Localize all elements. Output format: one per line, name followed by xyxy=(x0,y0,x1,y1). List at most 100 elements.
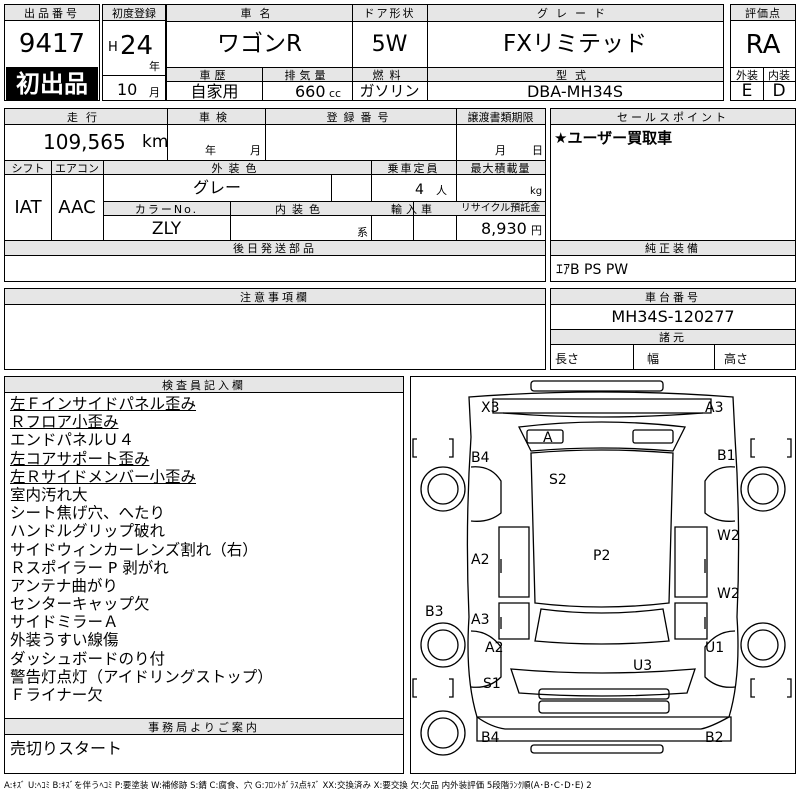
capacity: 4 xyxy=(415,182,424,198)
car-name: ワゴンR xyxy=(217,31,302,57)
mark-w2-upper: W2 xyxy=(717,528,740,544)
inspection-note-item: 左Ｆインサイドパネル歪み xyxy=(10,395,197,413)
inspection-note-item: 警告灯点灯（アイドリングストップ） xyxy=(10,667,273,686)
grade-label: グレード xyxy=(537,7,613,20)
interior-color-suffix: 系 xyxy=(357,226,368,239)
registration-year: 24 xyxy=(120,31,154,61)
first-registration-box: 初度登録 H 24 年 10 月 xyxy=(102,4,166,101)
chassis-label: 車台番号 xyxy=(551,289,795,305)
door-label: ドア形状 xyxy=(363,7,416,20)
inspection-note-item: ダッシュボードのり付 xyxy=(10,649,166,668)
ac-label: エアコン xyxy=(55,161,99,175)
mark-a2-left: A2 xyxy=(471,552,490,568)
grade: FXリミテッド xyxy=(503,31,647,57)
inspection-note-item: サイドミラーＡ xyxy=(10,613,119,632)
mark-a3-left: A3 xyxy=(471,612,490,628)
recycle-deposit-label: リサイクル預託金 xyxy=(460,203,541,214)
chassis-box: 車台番号 MH34S-120277 諸元 長さ 幅 高さ xyxy=(550,288,796,370)
inspection-note-item: Ｒスポイラー P 剥がれ xyxy=(10,558,169,577)
exterior-color: グレー xyxy=(192,178,241,197)
recycle-unit: 円 xyxy=(531,224,542,237)
mark-b4-top: B4 xyxy=(471,450,490,466)
inspection-note-item: 左Ｒサイドメンバー小歪み xyxy=(10,467,197,486)
later-parts-box: 後日発送部品 xyxy=(4,240,546,282)
mark-p2: P2 xyxy=(593,548,611,564)
score: RA xyxy=(745,29,781,60)
inspection-label: 車検 xyxy=(199,111,233,124)
chassis-number: MH34S-120277 xyxy=(611,307,735,326)
inspection-note-item: 左コアサポート歪み xyxy=(10,449,150,468)
model-label: 型式 xyxy=(556,68,594,82)
exhibit-number-box: 出品番号 9417 初出品 xyxy=(4,4,100,101)
width-label: 幅 xyxy=(647,352,660,366)
exterior-label: 外装 xyxy=(736,68,758,82)
exterior-color-label: 外装色 xyxy=(211,161,263,175)
inspection-note-item: シート焦げ穴、へたり xyxy=(10,504,166,523)
registration-number-label: 登録番号 xyxy=(326,111,395,124)
fuel-label: 燃料 xyxy=(372,68,407,82)
color-number-label: カラーNo. xyxy=(134,202,199,216)
height-label: 高さ xyxy=(724,352,749,366)
shift-label: シフト xyxy=(11,161,45,175)
color-number: ZLY xyxy=(151,218,182,239)
mark-b3: B3 xyxy=(425,604,444,620)
inspection-note-item: センターキャップ欠 xyxy=(10,595,150,614)
history-label: 車歴 xyxy=(199,68,230,82)
equipment-box: 純正装備 ｴｱB PS PW xyxy=(550,240,796,282)
history: 自家用 xyxy=(190,81,239,101)
inspector-label: 検査員記入欄 xyxy=(5,377,403,393)
length-label: 長さ xyxy=(555,352,580,366)
displacement: 660 xyxy=(295,82,326,101)
transfer-day-unit: 日 xyxy=(532,144,543,157)
mark-a2-low: A2 xyxy=(485,640,504,656)
max-load-unit: kg xyxy=(530,186,543,197)
inspection-note-item: エンドパネルＵ４ xyxy=(10,431,135,450)
mark-s2: S2 xyxy=(549,472,567,488)
model-code: DBA-MH34S xyxy=(526,81,623,101)
sales-point-text: ★ユーザー買取車 xyxy=(554,129,673,147)
mark-b1: B1 xyxy=(717,448,736,464)
max-load-label: 最大積載量 xyxy=(470,161,531,175)
office-text: 売切りスタート xyxy=(10,739,123,758)
displacement-unit: cc xyxy=(329,87,342,100)
sales-point-box: セールスポイント ★ユーザー買取車 xyxy=(550,108,796,242)
inspection-note-item: 外装うすい線傷 xyxy=(10,631,119,650)
mileage: 109,565 xyxy=(43,130,126,154)
vehicle-details-box: 走行 車検 登録番号 譲渡書類期限 109,565 km 年 月 月 日 シフト… xyxy=(4,108,546,242)
score-label: 評価点 xyxy=(731,5,795,21)
exhibit-number: 9417 xyxy=(18,28,86,59)
transfer-deadline-label: 譲渡書類期限 xyxy=(467,111,534,124)
inspection-note-item: Ｆライナー欠 xyxy=(10,686,103,704)
inspection-note-item: ハンドルグリップ破れ xyxy=(10,522,166,541)
score-box: 評価点 RA 外装 内装 E D xyxy=(730,4,796,101)
inspection-year-unit: 年 xyxy=(205,144,216,157)
mark-b2: B2 xyxy=(705,730,724,746)
mark-s1: S1 xyxy=(483,676,501,692)
legend-text: A:ｷｽﾞ U:ﾍｺﾐ B:ｷｽﾞを伴うﾍｺﾐ P:要塗装 W:補修跡 S:錆 … xyxy=(4,781,592,791)
import-label: 輸入車 xyxy=(391,202,436,216)
interior-grade: D xyxy=(772,81,786,101)
mark-u1: U1 xyxy=(705,640,725,656)
inspection-note-item: Ｒフロア小歪み xyxy=(10,413,119,432)
mileage-unit: km xyxy=(142,132,169,152)
inspection-note-item: サイドウィンカーレンズ割れ（右） xyxy=(10,540,258,559)
mileage-label: 走行 xyxy=(67,111,105,124)
year-unit: 年 xyxy=(149,60,160,73)
damage-diagram-box: X3 A3 A B4 B1 S2 A2 P2 W2 W2 B3 A3 A2 U1… xyxy=(410,376,796,774)
capacity-label: 乗車定員 xyxy=(387,161,440,175)
notes-label: 注意事項欄 xyxy=(5,289,545,305)
capacity-unit: 人 xyxy=(436,184,447,197)
later-parts-label: 後日発送部品 xyxy=(5,241,545,256)
dimensions-label: 諸元 xyxy=(551,330,795,345)
office-box: 事務局よりご案内 売切りスタート xyxy=(4,718,404,774)
mark-u3: U3 xyxy=(633,658,653,674)
notes-box: 注意事項欄 xyxy=(4,288,546,370)
registration-month: 10 xyxy=(117,80,138,99)
mark-a-windshield: A xyxy=(543,430,553,446)
recycle-deposit: 8,930 xyxy=(481,219,527,238)
exterior-grade: E xyxy=(741,81,753,101)
first-registration-label: 初度登録 xyxy=(103,5,165,21)
car-name-label: 車名 xyxy=(240,7,279,20)
